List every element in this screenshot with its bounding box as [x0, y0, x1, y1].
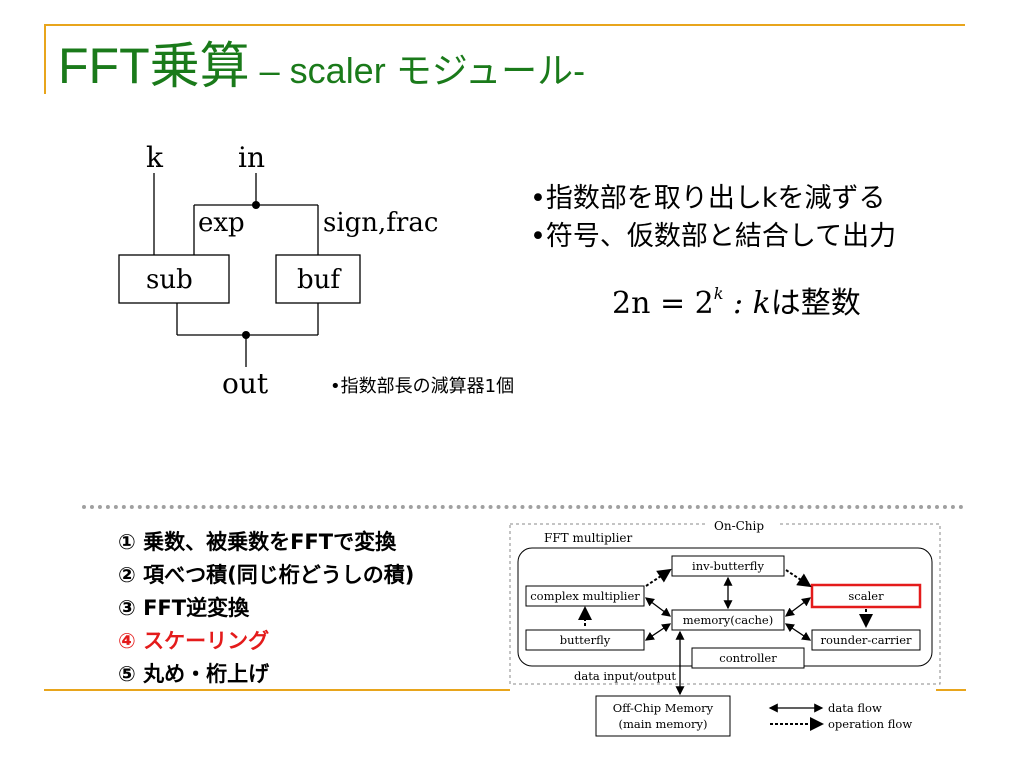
step-item-1: ① 乗数、被乗数をFFTで変換: [118, 530, 397, 554]
label-exp: exp: [198, 208, 245, 238]
onchip-label: On-Chip: [714, 519, 764, 533]
step-item-4: ④ スケーリング: [118, 629, 270, 653]
title-main: FFT乗算: [58, 38, 250, 94]
bullet-item: •符号、仮数部と結合して出力: [530, 221, 897, 252]
rounder-carrier-box: [811, 629, 921, 651]
subtractor-note: •指数部長の減算器1個: [330, 376, 515, 397]
complex-multiplier-label: complex multiplier: [530, 589, 640, 603]
formula-lhs: 2n = 2: [612, 286, 714, 321]
rounder-carrier-label: rounder-carrier: [820, 633, 912, 647]
offchip-memory-box: [595, 695, 731, 737]
label-buf: buf: [297, 265, 342, 295]
scaler-box: [810, 583, 922, 609]
data-io-label: data input/output: [574, 669, 676, 683]
legend-operation-flow: operation flow: [828, 717, 912, 731]
title-rule-left: [44, 24, 46, 94]
label-k: k: [146, 141, 164, 174]
scaler-label: scaler: [848, 589, 884, 603]
label-out: out: [222, 367, 269, 400]
step-item-5: ⑤ 丸め・桁上げ: [118, 662, 270, 686]
bullet-list: •指数部を取り出しkを減ずる •符号、仮数部と結合して出力: [530, 180, 896, 256]
memory-label: memory(cache): [683, 613, 773, 627]
main-memory-label: (main memory): [618, 717, 707, 731]
data-arrow: [784, 623, 812, 641]
split-junction: [252, 201, 260, 209]
inv-butterfly-box: [671, 555, 785, 577]
step-item-2: ② 項べつ積(同じ桁どうしの積): [118, 563, 415, 587]
footer-rule-right: [936, 689, 966, 691]
formula-var: : k: [723, 286, 771, 321]
scaler-circuit-diagram: k in exp sign,frac sub buf out: [118, 141, 438, 400]
legend-data-flow: data flow: [828, 701, 882, 715]
merge-junction: [242, 331, 250, 339]
formula: 2n = 2k : kは整数: [612, 278, 861, 322]
bullet-item: •指数部を取り出しkを減ずる: [530, 183, 886, 214]
slide-title: FFT乗算 – scaler モジュール-: [58, 26, 585, 98]
butterfly-label: butterfly: [560, 633, 611, 647]
dotted-divider: [82, 505, 964, 509]
title-rule-top: [44, 24, 965, 26]
formula-text: は整数: [770, 286, 861, 321]
label-signfrac: sign,frac: [323, 208, 438, 238]
footer-rule: [44, 689, 510, 691]
step-item-3: ③ FFT逆変換: [118, 596, 250, 620]
fft-multiplier-label: FFT multiplier: [544, 531, 633, 545]
controller-label: controller: [719, 651, 777, 665]
butterfly-box: [525, 629, 645, 651]
controller-box: [691, 647, 805, 669]
offchip-label: Off-Chip Memory: [613, 701, 714, 715]
data-arrow: [784, 597, 812, 617]
data-arrow: [644, 623, 672, 641]
step-list: ① 乗数、被乗数をFFTで変換 ② 項べつ積(同じ桁どうしの積) ③ FFT逆変…: [118, 526, 414, 691]
memory-box: [671, 609, 785, 631]
label-in: in: [238, 141, 265, 174]
formula-sup: k: [713, 284, 724, 303]
title-sub: – scaler モジュール-: [249, 50, 586, 91]
label-sub: sub: [146, 265, 193, 295]
inv-butterfly-label: inv-butterfly: [692, 559, 764, 573]
sub-box: [118, 254, 230, 304]
data-arrow: [644, 597, 672, 617]
fft-architecture-diagram: On-Chip FFT multiplier inv-butterfly com…: [509, 518, 941, 737]
